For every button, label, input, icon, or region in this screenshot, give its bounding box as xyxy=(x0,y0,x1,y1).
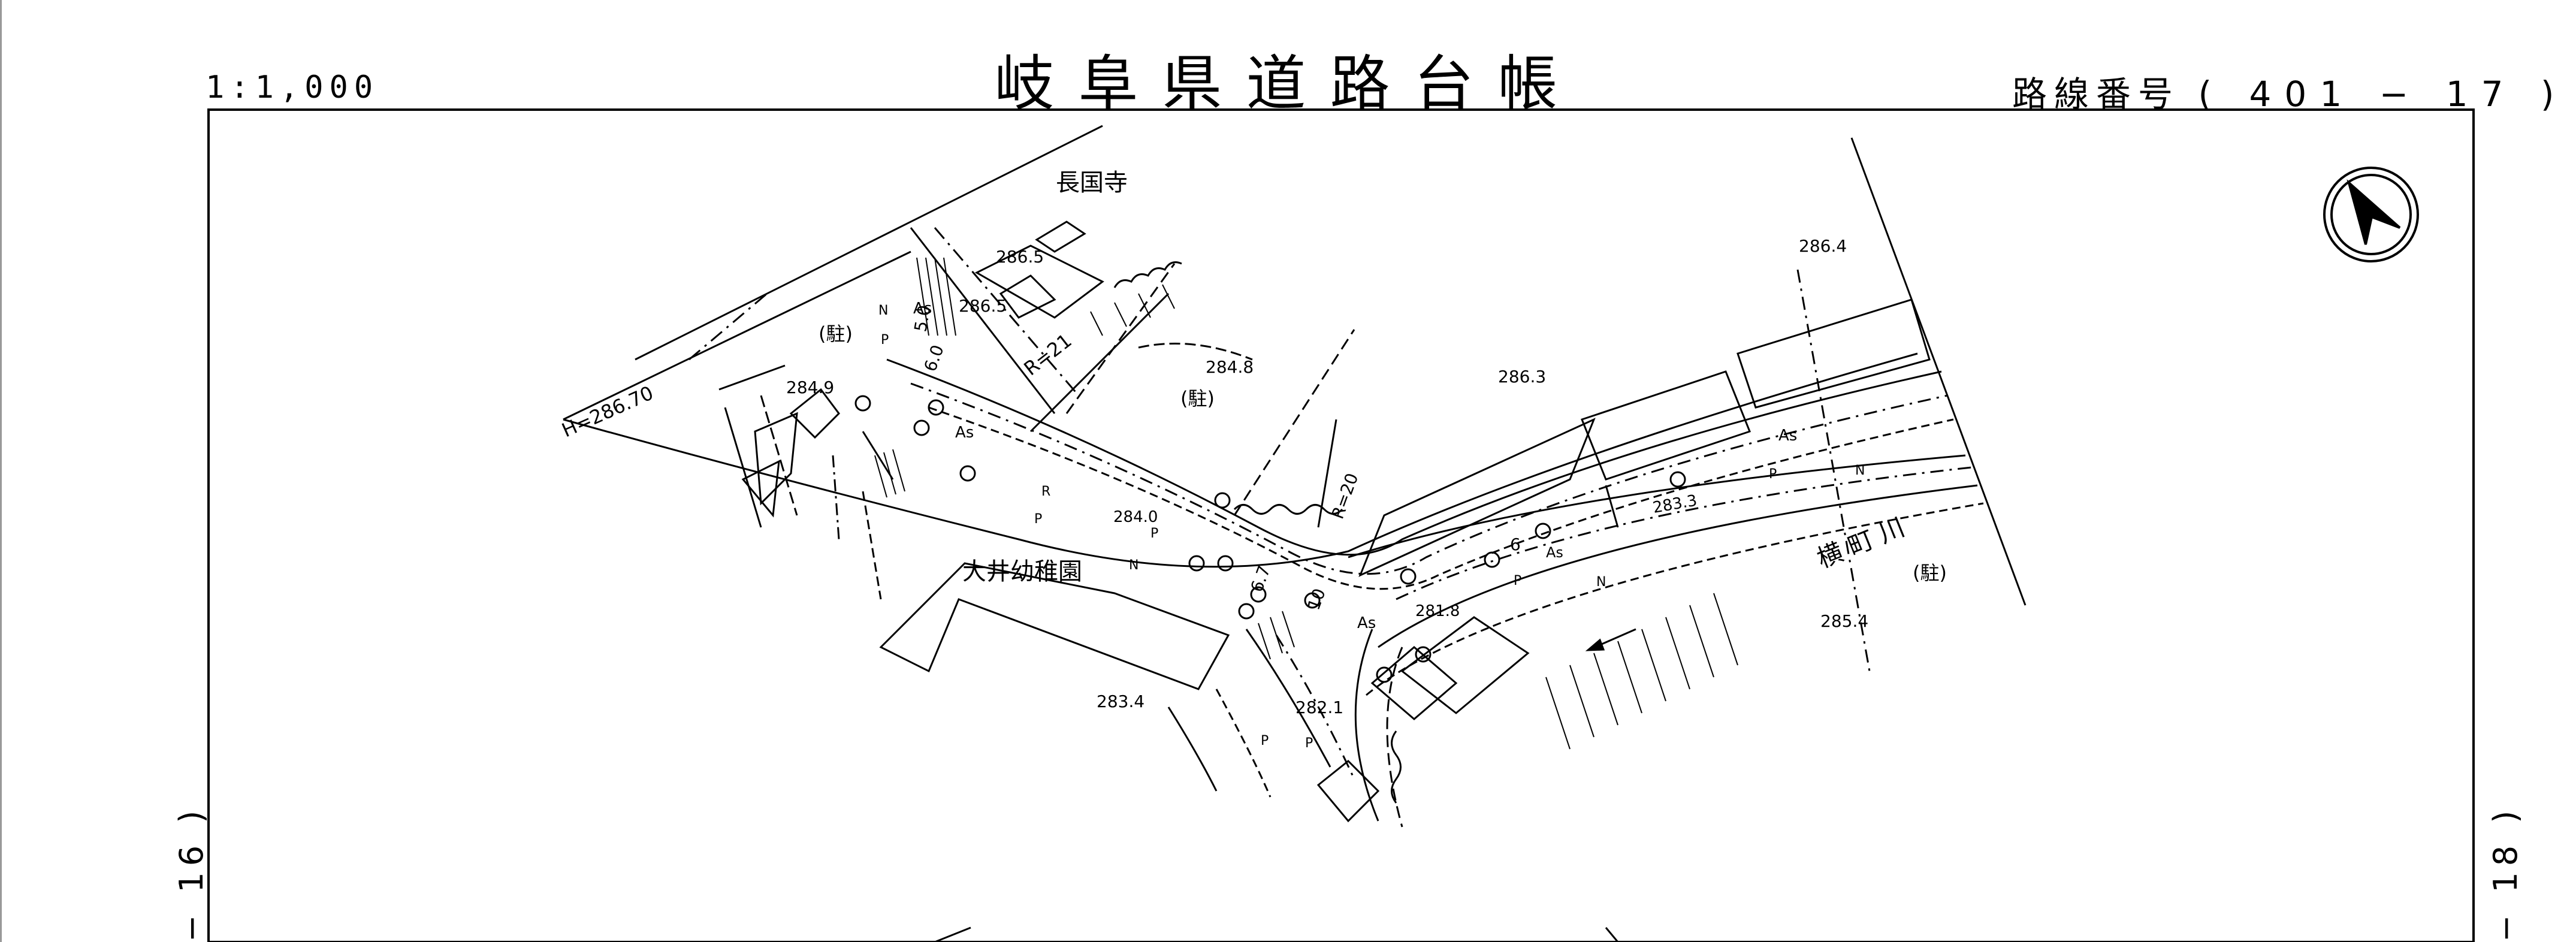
scale-label: 1:1,000 xyxy=(206,70,379,105)
map-letter: P xyxy=(1769,467,1777,482)
elevation-point: 281.8 xyxy=(1415,602,1460,620)
map-letter: N xyxy=(878,303,888,318)
map-letter: P xyxy=(1150,526,1158,541)
north-arrow-icon xyxy=(2323,167,2419,262)
map-letter: P xyxy=(1261,733,1269,748)
building-kindergarten xyxy=(879,562,1230,690)
building-temple xyxy=(974,244,1104,319)
elevation-point: 283.4 xyxy=(1097,692,1144,711)
retaining-wall xyxy=(1113,261,1402,804)
place-kindergarten: 大井幼稚園 xyxy=(962,558,1082,585)
place-temple: 長国寺 xyxy=(1056,169,1128,197)
elevation-point: 286.5 xyxy=(996,247,1044,267)
elevation-point: 284.0 xyxy=(1113,508,1158,526)
map-letter: P xyxy=(881,333,889,348)
curve-radius: R=21 xyxy=(1020,329,1076,380)
map-frame xyxy=(207,108,2475,942)
map-letter: P xyxy=(1514,573,1521,588)
map-letter: N xyxy=(1596,575,1606,590)
road-width: 5.0 xyxy=(910,304,934,334)
road-width: 10 xyxy=(1304,586,1330,613)
elevation-point: 286.5 xyxy=(959,296,1007,316)
road-width: 6.7 xyxy=(1247,563,1275,594)
map-letter: R xyxy=(1041,484,1050,499)
parking-mark: (駐) xyxy=(1913,561,1947,584)
lower-frame-edge xyxy=(934,926,1619,942)
surface-as: As xyxy=(1357,614,1376,632)
surface-as: As xyxy=(1778,427,1797,445)
elevation-point: 284.9 xyxy=(786,378,834,397)
parking-mark: (駐) xyxy=(1180,387,1215,410)
buildings xyxy=(741,221,1931,823)
elevation-point: 284.8 xyxy=(1206,357,1254,377)
map-letter: N xyxy=(1855,463,1865,478)
elevation-point: 286.3 xyxy=(1498,367,1546,387)
map-letter: N xyxy=(1129,558,1138,573)
route-number: 路線番号 ( 401 − 17 ) xyxy=(2012,66,2568,116)
surface-as: As xyxy=(1546,544,1563,561)
road-width: 6 xyxy=(1510,535,1521,554)
slope-hatching xyxy=(874,257,1738,750)
surface-as: As xyxy=(913,300,932,318)
map-letter: P xyxy=(1305,736,1313,751)
parking-mark: (駐) xyxy=(819,322,853,345)
place-river: 横 町 川 xyxy=(1813,512,1908,574)
height-note: H=286.70 xyxy=(558,381,657,442)
river-flow-arrow xyxy=(1585,628,1636,651)
surface-as: As xyxy=(955,424,974,442)
elevation-point: 285.4 xyxy=(1820,611,1868,631)
elevation-point: 282.1 xyxy=(1295,698,1343,717)
road-lines xyxy=(563,125,2027,828)
utility-symbols xyxy=(854,395,1686,683)
route-value: ( 401 − 17 ) xyxy=(2198,74,2568,114)
page-edge-line xyxy=(0,0,2,942)
map-letter: P xyxy=(1034,512,1042,527)
elevation-point: 286.4 xyxy=(1799,236,1847,256)
road-width: R=20 xyxy=(1328,470,1363,521)
route-label: 路線番号 xyxy=(2012,74,2181,114)
road-width: 6.0 xyxy=(920,342,948,374)
page-title: 岐阜県道路台帳 xyxy=(994,49,1582,119)
